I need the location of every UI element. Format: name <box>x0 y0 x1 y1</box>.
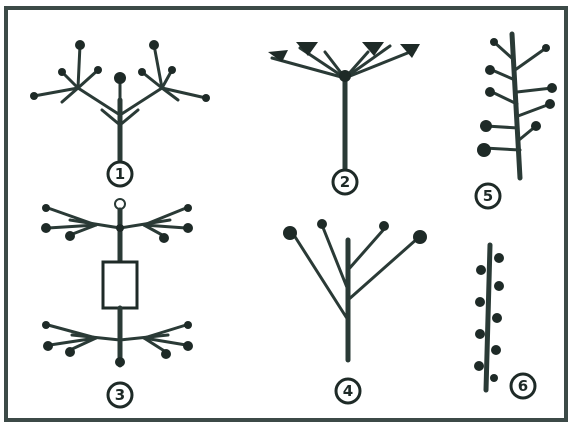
panel-2-label-text: 2 <box>340 173 350 191</box>
panel-5-diagram <box>477 34 557 178</box>
panel-6-label-text: 6 <box>518 377 528 395</box>
panel-5-label: 5 <box>476 184 500 208</box>
panel-5-label-text: 5 <box>483 187 493 205</box>
panel-3-label-text: 3 <box>115 386 125 404</box>
panel-4-diagram <box>283 219 427 360</box>
panel-3-label: 3 <box>108 383 132 407</box>
panel-4-label: 4 <box>336 379 360 403</box>
panel-4-label-text: 4 <box>343 382 353 400</box>
panel-6-label: 6 <box>511 374 535 398</box>
panel-1-label: 1 <box>108 162 132 186</box>
panel-2-diagram <box>268 42 420 168</box>
panel-1-diagram <box>30 40 210 160</box>
panel-1-label-text: 1 <box>115 165 125 183</box>
panel-6-diagram <box>474 245 504 390</box>
panel-3-diagram <box>41 199 193 367</box>
panel-2-label: 2 <box>333 170 357 194</box>
figure-frame <box>6 8 566 420</box>
